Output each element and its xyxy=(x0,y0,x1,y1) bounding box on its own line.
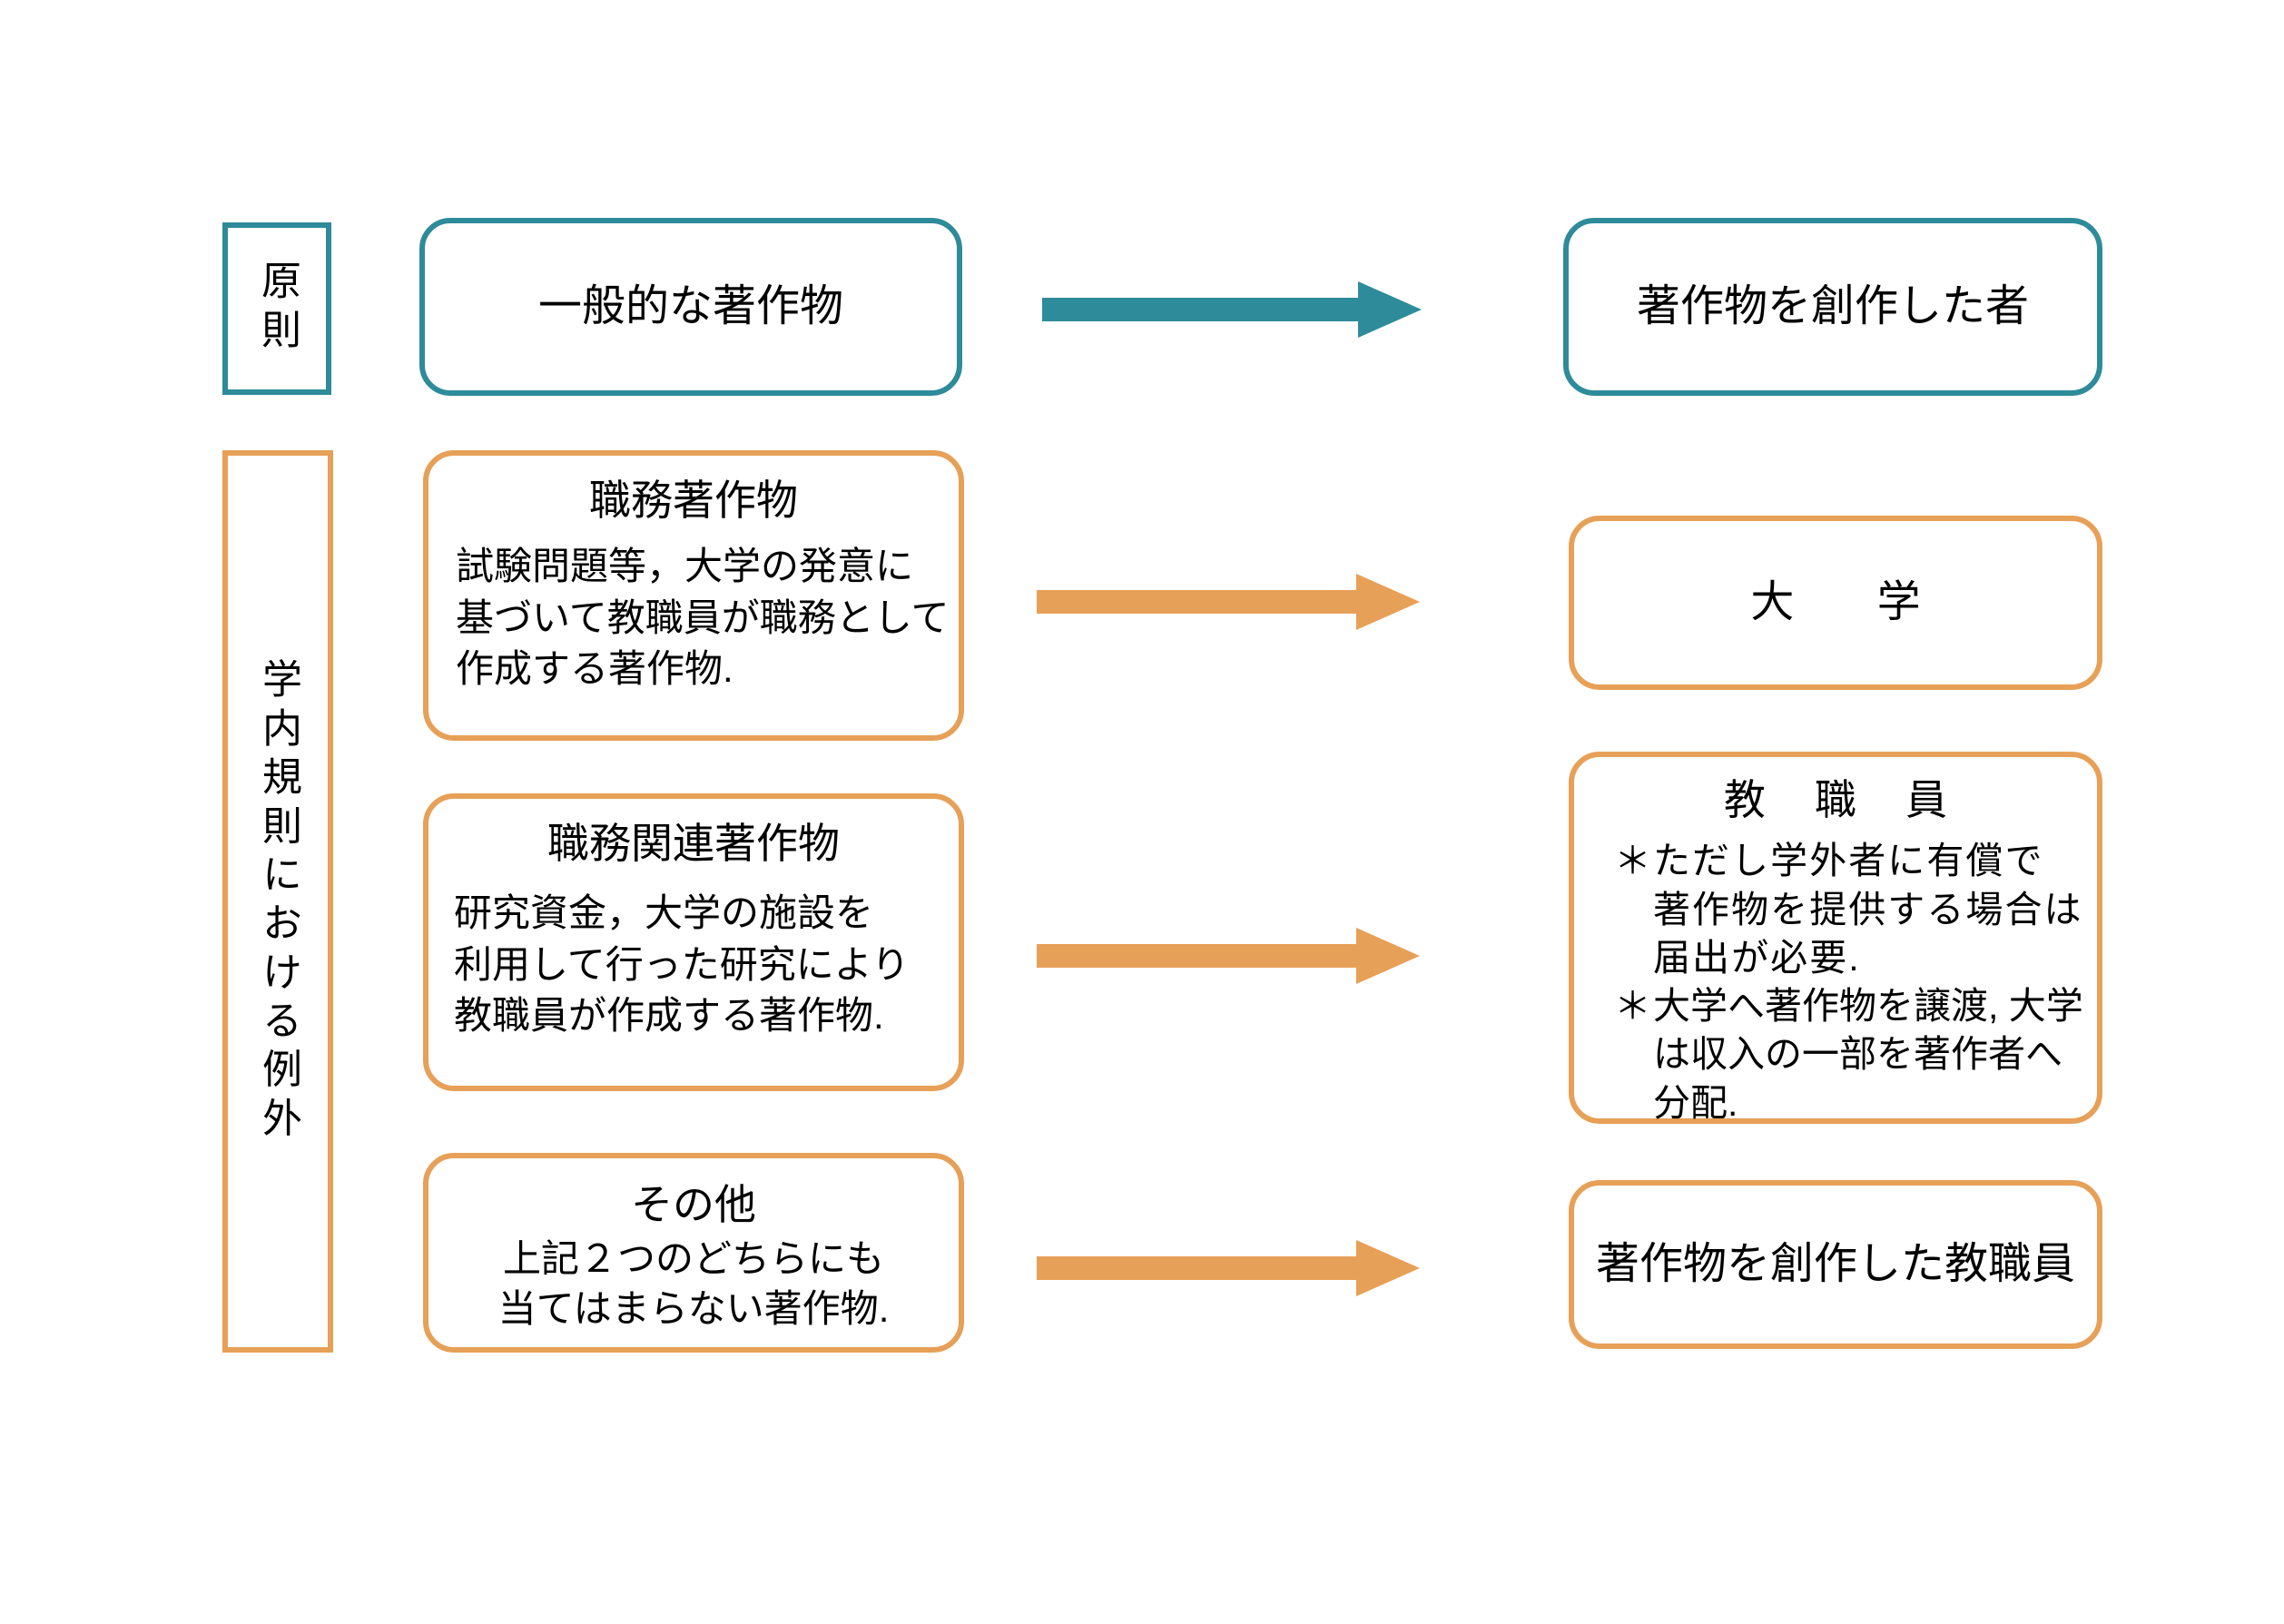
target-box-faculty-staff-notes: ＊ ただし学外者に有償で 著作物を提供する場合は 届出が必要. ＊ 大学へ著作物… xyxy=(1574,837,2097,1127)
section-label-principle-text: 原則 xyxy=(255,260,300,358)
section-label-exception: 学内規則における例外 xyxy=(222,450,333,1353)
target-box-general: 著作物を創作した者 xyxy=(1563,218,2102,396)
arrow-right-icon-general xyxy=(1042,281,1422,338)
section-label-principle: 原則 xyxy=(222,222,331,395)
target-box-university: 大 学 xyxy=(1569,516,2102,690)
target-box-university-title: 大 学 xyxy=(1750,578,1941,627)
source-box-work-related-body: 研究資金，大学の施設を 利用して行った研究により 教職員が作成する著作物. xyxy=(454,891,910,1037)
arrow-right-icon-other xyxy=(1037,1240,1420,1296)
source-box-general: 一般的な著作物 xyxy=(419,218,962,396)
section-label-exception-text: 学内規則における例外 xyxy=(256,657,300,1146)
source-box-work-related-title: 職務関連著作物 xyxy=(547,820,840,867)
target-box-creator-staff: 著作物を創作した教職員 xyxy=(1569,1180,2102,1349)
source-box-work-for-hire-body: 試験問題等，大学の発意に 基づいて教職員が職務として 作成する著作物. xyxy=(456,545,950,690)
note-item: ＊ ただし学外者に有償で 著作物を提供する場合は 届出が必要. xyxy=(1614,837,2088,982)
target-box-faculty-staff: 教 職 員 ＊ ただし学外者に有償で 著作物を提供する場合は 届出が必要. ＊ … xyxy=(1569,752,2102,1124)
source-box-other: その他 上記２つのどちらにも 当てはまらない著作物. xyxy=(423,1153,964,1353)
target-box-creator-staff-title: 著作物を創作した教職員 xyxy=(1595,1240,2075,1289)
source-box-general-title: 一般的な著作物 xyxy=(537,282,843,331)
source-box-work-for-hire: 職務著作物 試験問題等，大学の発意に 基づいて教職員が職務として 作成する著作物… xyxy=(423,450,964,741)
note-text: 大学へ著作物を譲渡, 大学 は収入の一部を著作者へ 分配. xyxy=(1653,985,2083,1124)
target-box-faculty-staff-title: 教 職 員 xyxy=(1723,776,1966,823)
source-box-other-title: その他 xyxy=(631,1181,756,1228)
source-box-work-for-hire-title: 職務著作物 xyxy=(589,477,798,524)
note-item: ＊ 大学へ著作物を譲渡, 大学 は収入の一部を著作者へ 分配. xyxy=(1614,982,2088,1127)
asterisk-marker-icon: ＊ xyxy=(1614,985,1651,1028)
note-text: ただし学外者に有償で 著作物を提供する場合は 届出が必要. xyxy=(1653,840,2083,979)
asterisk-marker-icon: ＊ xyxy=(1614,840,1651,882)
source-box-other-body: 上記２つのどちらにも 当てはまらない著作物. xyxy=(497,1237,890,1330)
arrow-right-icon-work-for-hire xyxy=(1037,574,1420,630)
target-box-general-title: 著作物を創作した者 xyxy=(1636,282,2029,331)
arrow-right-icon-work-related xyxy=(1037,928,1420,984)
source-box-work-related: 職務関連著作物 研究資金，大学の施設を 利用して行った研究により 教職員が作成す… xyxy=(423,793,964,1091)
